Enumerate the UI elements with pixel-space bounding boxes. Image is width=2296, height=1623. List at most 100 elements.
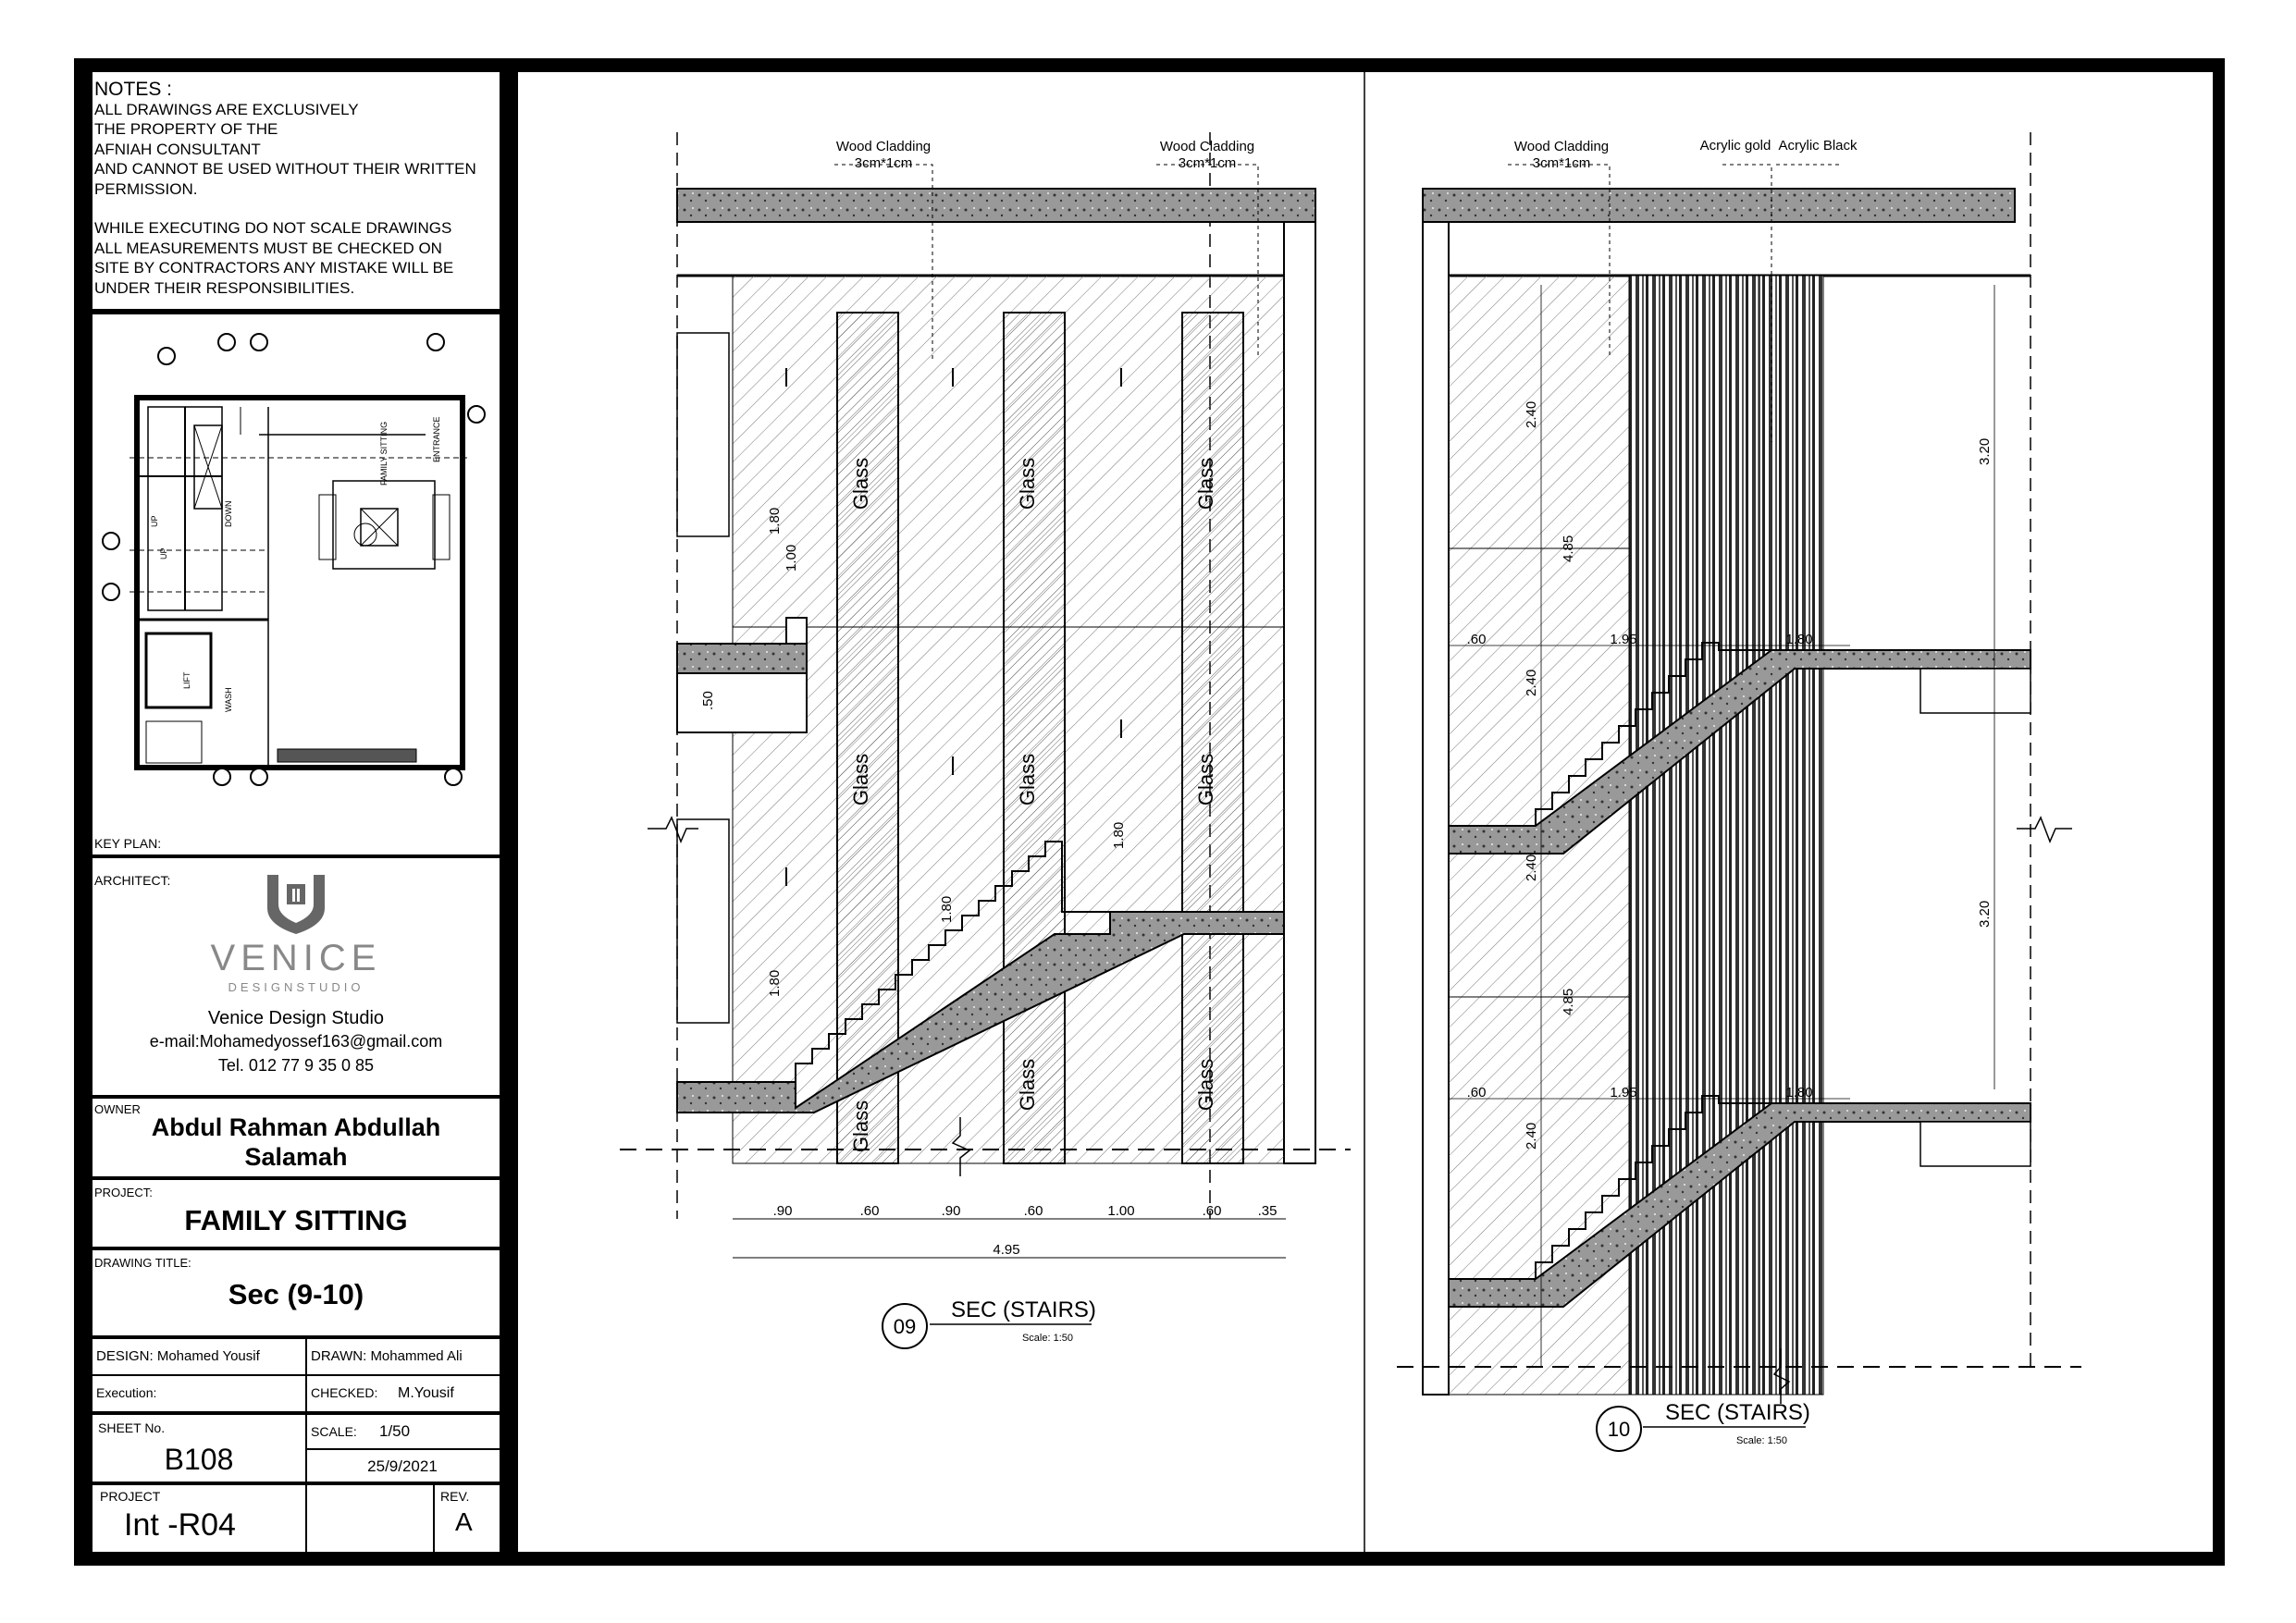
checked-value: M.Yousif — [398, 1385, 454, 1401]
architect-label: ARCHITECT: — [94, 873, 171, 888]
glass-label: Glass — [849, 1100, 872, 1152]
notes-line: WHILE EXECUTING DO NOT SCALE DRAWINGS — [94, 219, 452, 237]
project-code: Int -R04 — [124, 1507, 236, 1543]
notes-line — [94, 199, 500, 218]
owner-name-line1: Abdul Rahman Abdullah — [151, 1113, 441, 1141]
dimension-label: 4.85 — [1561, 989, 1576, 1015]
owner-label: OWNER — [94, 1102, 141, 1116]
section-number: 10 — [1608, 1418, 1630, 1441]
dimension-label: 1.80 — [939, 896, 955, 923]
dimension-label: 1.95 — [1610, 632, 1636, 647]
architect-email: e-mail:Mohamedyossef163@gmail.com — [149, 1032, 443, 1051]
dimension-label: 2.40 — [1524, 1123, 1539, 1150]
dimension-label: 1.80 — [767, 970, 783, 997]
divider — [305, 1374, 500, 1376]
key-plan-drawing: FAMILY SITTING ENTRANCE LIFT WASH UP UP … — [102, 333, 486, 786]
dimension-label: 4.85 — [1561, 535, 1576, 562]
key-plan-section: FAMILY SITTING ENTRANCE LIFT WASH UP UP … — [93, 314, 500, 858]
project-code-section: PROJECT Int -R04 REV. A — [93, 1485, 500, 1552]
divider — [305, 1339, 307, 1415]
key-plan-label: ENTRANCE — [432, 416, 441, 462]
glass-label: Glass — [1194, 754, 1217, 805]
dimension-label: 2.40 — [1524, 401, 1539, 428]
glass-label: Glass — [1194, 1059, 1217, 1111]
notes-line: PERMISSION. — [94, 179, 198, 198]
glass-label: Glass — [1016, 754, 1039, 805]
title-block: NOTES : ALL DRAWINGS ARE EXCLUSIVELY THE… — [93, 72, 500, 1552]
project-section: PROJECT: FAMILY SITTING — [93, 1180, 500, 1250]
notes-line: AND CANNOT BE USED WITHOUT THEIR WRITTEN — [94, 160, 476, 178]
section-number: 09 — [894, 1315, 916, 1338]
drawn-field: DRAWN: Mohammed Ali — [311, 1348, 463, 1364]
scale-label: SCALE: — [311, 1424, 357, 1439]
glass-label: Glass — [1016, 458, 1039, 510]
dimension-label: 1.80 — [1111, 822, 1127, 849]
sections-svg: Glass Glass Glass Glass Glass Glass Glas… — [620, 72, 2081, 1552]
dimension-label: .60 — [1024, 1203, 1043, 1219]
glass-label: Glass — [1194, 458, 1217, 510]
dimension-label: 2.40 — [1524, 670, 1539, 696]
notes-line: THE PROPERTY OF THE — [94, 120, 278, 138]
architect-name: Venice Design Studio — [207, 1008, 385, 1028]
checked-label: CHECKED: — [311, 1385, 378, 1400]
key-plan-label: WASH — [224, 687, 233, 712]
key-plan-label: FAMILY SITTING — [379, 422, 389, 486]
dimension-label: .60 — [860, 1203, 880, 1219]
drawing-title: Sec (9-10) — [228, 1278, 364, 1310]
key-plan-label: UP — [159, 547, 168, 559]
dimension-label: .90 — [773, 1203, 793, 1219]
date-value: 25/9/2021 — [367, 1457, 438, 1475]
glass-label: Glass — [849, 754, 872, 805]
architect-section: ARCHITECT: VENICE DESIGNSTUDIO Venice De… — [93, 858, 500, 1099]
owner-name-line2: Salamah — [244, 1143, 348, 1171]
notes-heading: NOTES : — [94, 79, 173, 100]
divider — [93, 1374, 305, 1376]
divider — [305, 1415, 307, 1485]
material-label: Acrylic Black — [1778, 138, 1858, 154]
dimension-label: .90 — [942, 1203, 961, 1219]
section-scale: Scale: 1:50 — [1022, 1333, 1073, 1344]
dimension-label: 1.00 — [784, 545, 799, 572]
architect-tel: Tel. 012 77 9 35 0 85 — [217, 1056, 375, 1075]
section-title: SEC (STAIRS) — [951, 1297, 1096, 1322]
notes-line: SITE BY CONTRACTORS ANY MISTAKE WILL BE — [94, 259, 454, 277]
material-label: Wood Cladding — [836, 139, 931, 154]
material-label: 3cm*1cm — [855, 155, 913, 171]
notes-line: AFNIAH CONSULTANT — [94, 140, 261, 158]
section-title: SEC (STAIRS) — [1665, 1400, 1810, 1425]
drawing-title-label: DRAWING TITLE: — [94, 1256, 191, 1270]
notes-section: NOTES : ALL DRAWINGS ARE EXCLUSIVELY THE… — [93, 72, 500, 313]
dimension-total: 4.95 — [993, 1242, 1019, 1258]
dimension-label: .50 — [700, 691, 716, 710]
material-label: 3cm*1cm — [1533, 155, 1591, 171]
key-plan-label: UP — [150, 515, 159, 527]
dimension-label: 1.00 — [1107, 1203, 1134, 1219]
notes-line: UNDER THEIR RESPONSIBILITIES. — [94, 278, 355, 297]
project-code-label: PROJECT — [100, 1489, 161, 1504]
divider — [93, 313, 500, 314]
dimension-label: 3.20 — [1977, 901, 1993, 928]
execution-field: Execution: — [96, 1385, 157, 1400]
key-plan-label: KEY PLAN: — [94, 836, 162, 851]
dimension-label: 1.80 — [1785, 1085, 1812, 1100]
glass-label: Glass — [849, 458, 872, 510]
sheet-number: B108 — [164, 1443, 234, 1476]
dimension-label: .60 — [1467, 1085, 1487, 1100]
design-section: DESIGN: Mohamed Yousif DRAWN: Mohammed A… — [93, 1339, 500, 1415]
rev-label: REV. — [440, 1489, 470, 1504]
dimension-label: 1.80 — [1785, 632, 1812, 647]
material-label: 3cm*1cm — [1179, 155, 1237, 171]
design-field: DESIGN: Mohamed Yousif — [96, 1348, 260, 1364]
dimension-label: .60 — [1203, 1203, 1222, 1219]
drawing-title-section: DRAWING TITLE: Sec (9-10) — [93, 1250, 500, 1339]
scale-value: 1/50 — [379, 1422, 411, 1440]
venice-logo-icon — [267, 875, 325, 934]
drawing-area: Glass Glass Glass Glass Glass Glass Glas… — [518, 72, 2213, 1552]
material-label: Wood Cladding — [1160, 139, 1254, 154]
project-label: PROJECT: — [94, 1186, 153, 1199]
glass-label: Glass — [1016, 1059, 1039, 1111]
dimension-label: .60 — [1467, 632, 1487, 647]
divider — [305, 1448, 500, 1450]
dimension-label: 1.95 — [1610, 1085, 1636, 1100]
notes-line: ALL MEASUREMENTS MUST BE CHECKED ON — [94, 239, 442, 257]
